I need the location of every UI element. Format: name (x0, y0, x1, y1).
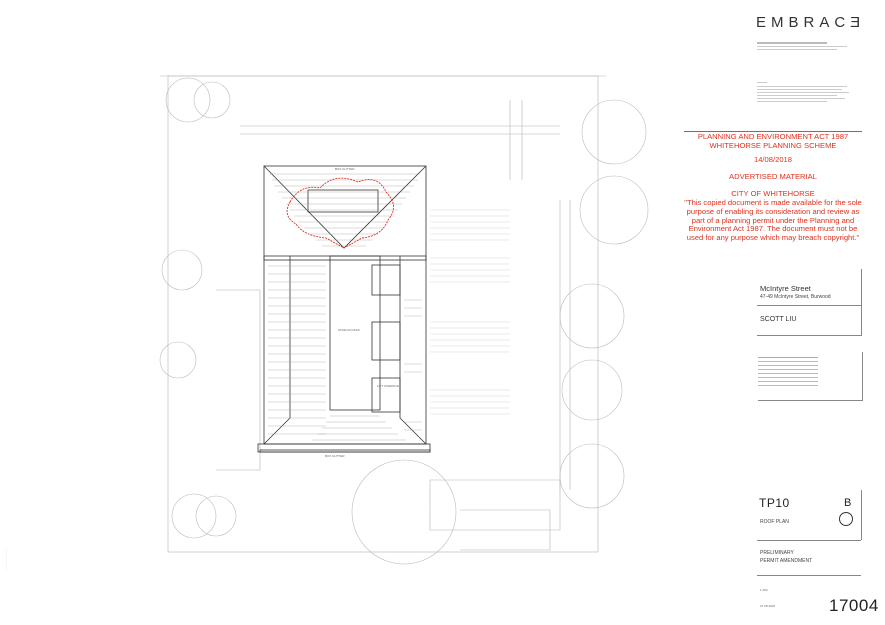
statement-title-line2: WHITEHORSE PLANNING SCHEME (709, 140, 837, 150)
statement-status: ADVERTISED MATERIAL (729, 172, 817, 181)
drawing-number-box (757, 490, 862, 540)
drawing-date: 27.08.2018 (760, 604, 776, 608)
roof-sheeting-hatch (268, 173, 422, 441)
project-divider (757, 305, 861, 306)
drawing-stage-line1: PRELIMINARY (760, 550, 794, 556)
lift-overrun-label: LIFT OVERRUN (377, 384, 399, 388)
project-client: SCOTT LIU (760, 316, 797, 323)
statement-block: PLANNING AND ENVIRONMENT ACT 1987 WHITEH… (684, 131, 862, 151)
project-address: 47-49 McIntyre Street, Burwood (760, 294, 831, 300)
drawing-stage-line2: PERMIT AMENDMENT (760, 558, 813, 564)
drawing-revision: B (844, 497, 852, 509)
statement-date: 14/08/2018 (753, 155, 792, 164)
tree-icon (159, 77, 649, 565)
deck-hatch (430, 209, 510, 415)
sheet-side-note: ·· ·· ·· ··· ·· ·· ··· (4, 549, 8, 570)
job-number: 17004 (829, 596, 879, 615)
general-notes (757, 82, 857, 102)
drawing-divider (757, 540, 861, 541)
statement-council: CITY OF WHITEHORSE (731, 189, 815, 198)
revision-cloud (286, 177, 394, 249)
drawing-number: TP10 (759, 496, 790, 510)
project-name: McIntyre Street (760, 284, 811, 293)
statement-title-line1: PLANNING AND ENVIRONMENT ACT 1987 (697, 132, 849, 141)
site-boundary (167, 75, 599, 553)
stair-access-label: STAIR ACCESS (338, 328, 360, 332)
statement-body: "This copied document is made available … (684, 198, 862, 243)
project-box (757, 269, 862, 336)
roof-plan-drawing (159, 75, 649, 565)
box-gutter-bottom-label: BOX GUTTER (325, 454, 345, 458)
roof-outline (257, 165, 431, 453)
stage-divider (757, 575, 861, 576)
box-gutter-top-label: BOX GUTTER (335, 167, 355, 171)
brand-logo: EMBRACƎ (756, 14, 866, 31)
north-arrow-icon (839, 512, 853, 526)
revision-table (758, 352, 863, 401)
firm-details (757, 42, 857, 50)
drawing-scale: 1:150 (760, 588, 768, 592)
drawing-title: ROOF PLAN (760, 519, 789, 525)
